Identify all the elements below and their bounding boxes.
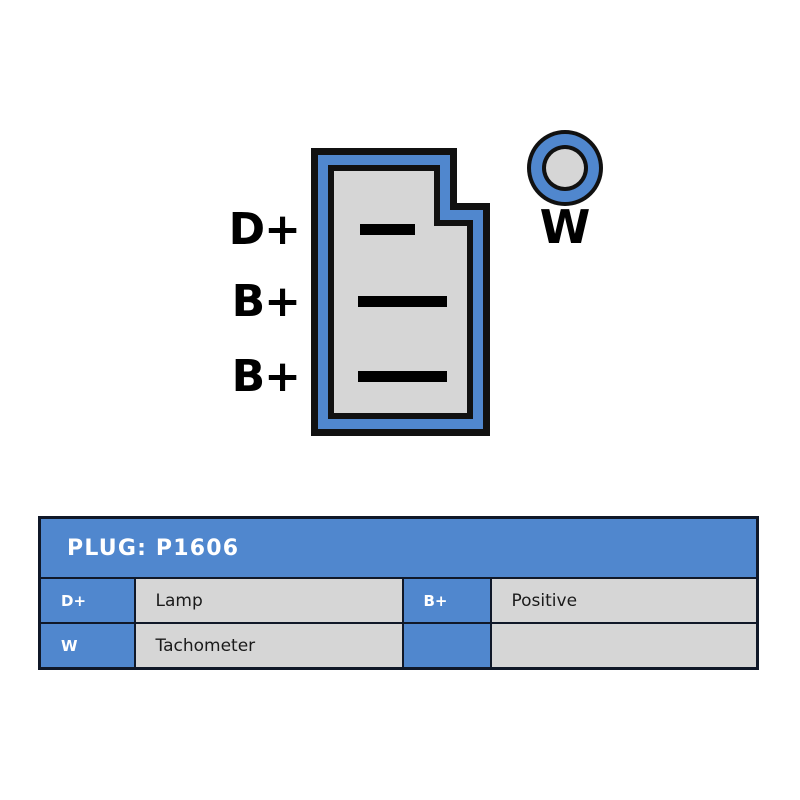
terminal-blade-d-plus <box>360 224 415 235</box>
terminal-blade-b-plus-1 <box>358 296 447 307</box>
legend-value-positive: Positive <box>489 577 759 624</box>
legend-key-empty <box>401 622 492 670</box>
connector-illustration <box>311 130 603 436</box>
w-terminal-label: W <box>539 200 591 254</box>
legend-value-empty <box>489 622 759 670</box>
legend-value-tachometer: Tachometer <box>133 622 404 670</box>
table-row: W Tachometer <box>38 622 759 670</box>
legend-key-d-plus: D+ <box>38 577 136 624</box>
pin-label-b-plus-1: B+ <box>231 276 301 327</box>
legend-key-w: W <box>38 622 136 670</box>
table-row: D+ Lamp B+ Positive <box>38 577 759 624</box>
plug-title: PLUG: P1606 <box>38 516 759 579</box>
w-terminal-center-fill <box>546 149 584 187</box>
pin-label-b-plus-2: B+ <box>231 351 301 402</box>
legend-header-row: PLUG: P1606 <box>38 516 759 579</box>
legend-key-b-plus: B+ <box>401 577 492 624</box>
terminal-blade-b-plus-2 <box>358 371 447 382</box>
plug-legend-table: PLUG: P1606 D+ Lamp B+ Positive W Tachom… <box>38 516 760 670</box>
legend-value-lamp: Lamp <box>133 577 404 624</box>
pin-label-d-plus: D+ <box>228 204 301 255</box>
connector-diagram: D+ B+ B+ W <box>228 130 603 436</box>
